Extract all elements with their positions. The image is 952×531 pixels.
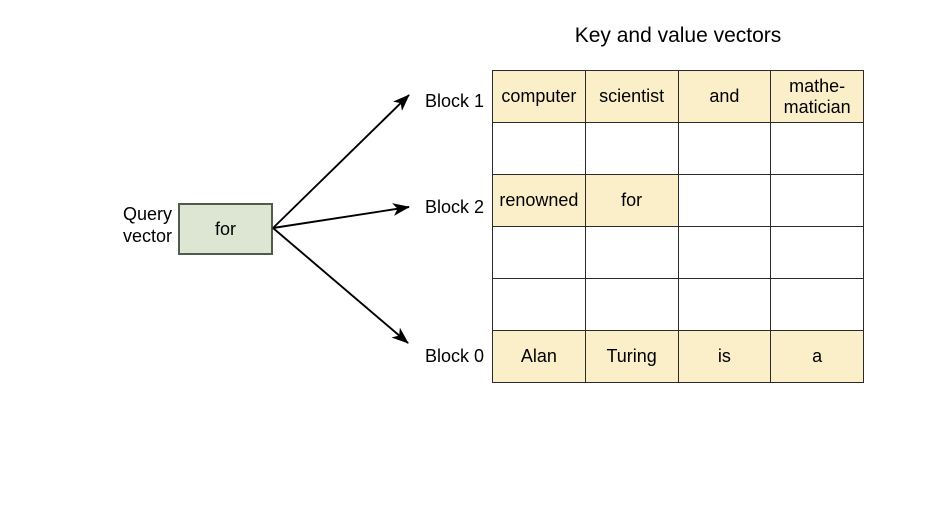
- kv-cell[interactable]: renowned: [492, 174, 586, 227]
- kv-cell[interactable]: and: [677, 70, 772, 123]
- query-vector-token: for: [214, 218, 236, 239]
- kv-cell-empty[interactable]: [770, 226, 864, 279]
- kv-cell-empty[interactable]: [584, 226, 679, 279]
- kv-cell-line2: matician: [783, 96, 851, 117]
- query-vector-box[interactable]: for: [178, 203, 273, 255]
- kv-cell-empty[interactable]: [677, 226, 772, 279]
- kv-cell-empty[interactable]: [584, 278, 679, 331]
- kv-cell[interactable]: Alan: [492, 330, 586, 383]
- table-row: [492, 226, 864, 279]
- kv-cell-empty[interactable]: [677, 174, 772, 227]
- block-label-2: Block 2: [424, 197, 484, 217]
- query-vector-label-line1: Query: [122, 204, 172, 224]
- kv-cell-line1: mathe-: [789, 75, 846, 96]
- kv-cell[interactable]: scientist: [584, 70, 679, 123]
- kv-cell-empty[interactable]: [492, 278, 586, 331]
- block-label-0: Block 0: [424, 346, 484, 366]
- kv-cell-empty[interactable]: [492, 122, 586, 175]
- kv-cell-empty[interactable]: [677, 278, 772, 331]
- kv-cell[interactable]: a: [770, 330, 864, 383]
- query-vector-label-line2: vector: [122, 226, 172, 246]
- kv-cell[interactable]: Turing: [584, 330, 679, 383]
- kv-cell-empty[interactable]: [770, 122, 864, 175]
- kv-cell[interactable]: mathe- matician: [770, 70, 864, 123]
- page-title: Key and value vectors: [574, 24, 782, 47]
- kv-cell-empty[interactable]: [492, 226, 586, 279]
- kv-cell-empty[interactable]: [770, 174, 864, 227]
- arrow-to-block-0: [272, 227, 409, 344]
- query-vector-label: Query vector: [60, 203, 172, 247]
- table-row: [492, 122, 864, 175]
- kv-cell-empty[interactable]: [677, 122, 772, 175]
- kv-cell[interactable]: computer: [492, 70, 586, 123]
- kv-cell-empty[interactable]: [770, 278, 864, 331]
- kv-cell[interactable]: is: [677, 330, 772, 383]
- table-row: [492, 278, 864, 331]
- arrow-to-block-1: [272, 94, 410, 229]
- key-value-table: computer scientist and mathe- matician r…: [492, 70, 864, 383]
- kv-cell-empty[interactable]: [584, 122, 679, 175]
- table-row: Alan Turing is a: [492, 330, 864, 383]
- table-row: renowned for: [492, 174, 864, 227]
- arrow-to-block-2: [272, 203, 410, 229]
- table-row: computer scientist and mathe- matician: [492, 70, 864, 123]
- block-label-1: Block 1: [424, 91, 484, 111]
- kv-cell[interactable]: for: [584, 174, 679, 227]
